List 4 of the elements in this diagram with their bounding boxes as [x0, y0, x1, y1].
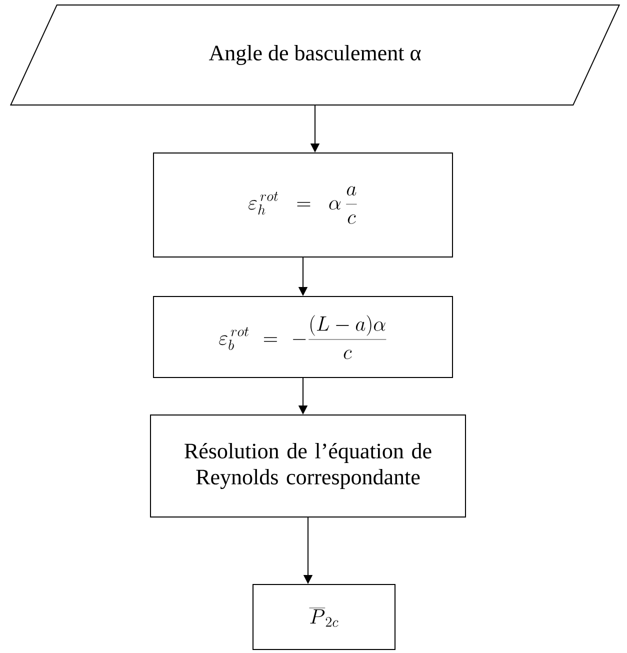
- process-box: $\varepsilon_{h}^{\,rot} = \alpha\,\frac{a}{c}$: [153, 152, 453, 258]
- process-box: Résolution de l’équation de Reynolds correspondante: [150, 414, 466, 518]
- process-box: $\varepsilon_{b}^{\,rot} = -\frac{(L-a)\alpha}{c}$: [153, 296, 453, 378]
- result-box: $\overline{P}_{2c}$: [252, 584, 396, 650]
